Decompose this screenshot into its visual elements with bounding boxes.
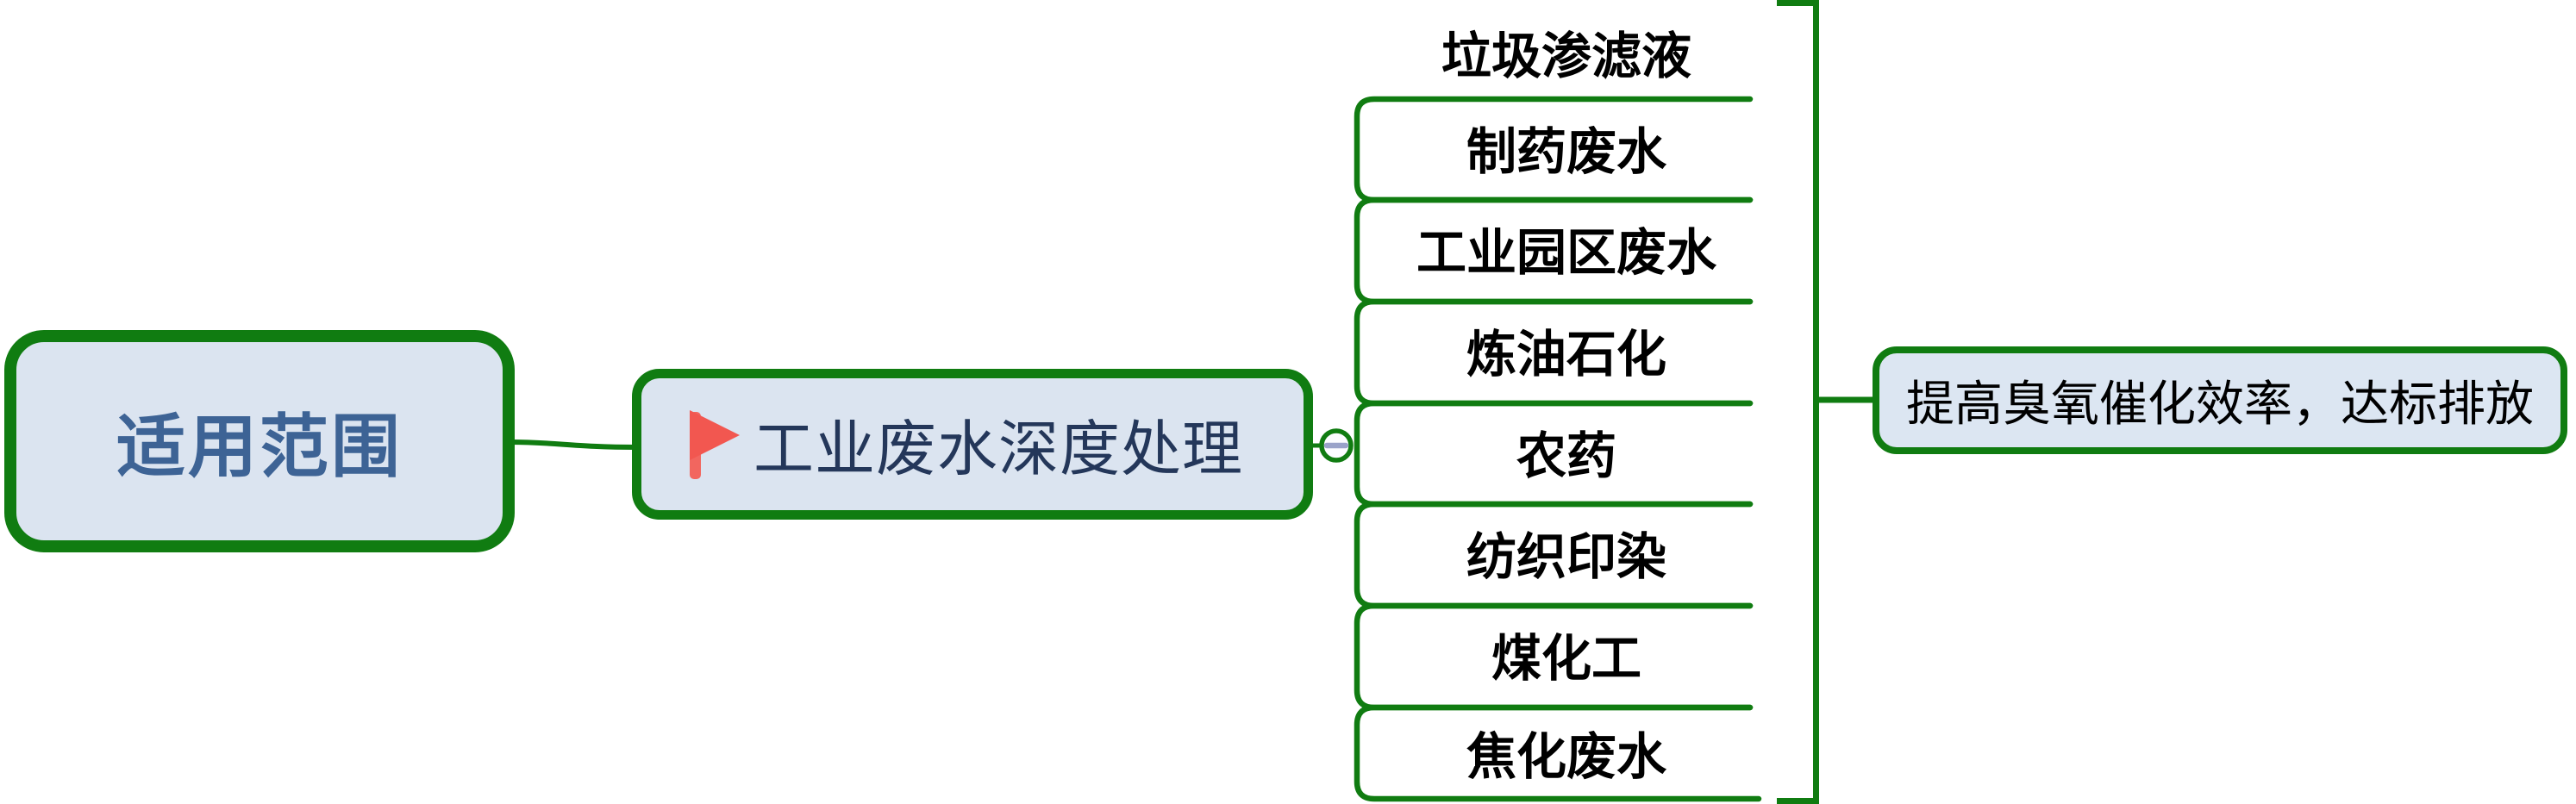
main-topic-label: 工业废水深度处理 (753, 415, 1243, 483)
branch-root-to-topic (508, 439, 641, 450)
flag-icon (690, 409, 740, 479)
child-topic-row[interactable]: 农药 (1354, 401, 1779, 502)
child-topic-label: 农药 (1516, 427, 1616, 484)
child-topic-label: 煤化工 (1491, 631, 1641, 687)
child-topic-row[interactable]: 垃圾渗滤液 (1354, 3, 1779, 100)
child-topic-label: 焦化废水 (1466, 729, 1666, 785)
child-topic-label: 工业园区废水 (1416, 225, 1716, 281)
child-topic-row[interactable]: 煤化工 (1354, 603, 1779, 705)
main-topic[interactable]: 工业废水深度处理 (632, 369, 1313, 520)
summary-topic-label: 提高臭氧催化效率，达标排放 (1906, 377, 2534, 431)
child-topic-row[interactable]: 纺织印染 (1354, 502, 1779, 603)
child-topic-label: 制药废水 (1466, 123, 1666, 180)
child-topic-row[interactable]: 焦化废水 (1354, 705, 1779, 800)
child-topic-row[interactable]: 工业园区废水 (1354, 197, 1779, 299)
child-topic-label: 炼油石化 (1466, 327, 1666, 383)
root-topic[interactable]: 适用范围 (4, 330, 515, 552)
root-topic-label: 适用范围 (116, 408, 403, 485)
summary-topic[interactable]: 提高臭氧催化效率，达标排放 (1873, 346, 2567, 454)
child-topic-label: 垃圾渗滤液 (1441, 28, 1691, 84)
child-topic-label: 纺织印染 (1466, 529, 1666, 585)
child-topic-row[interactable]: 制药废水 (1354, 97, 1779, 197)
summary-bracket (1777, 0, 1819, 804)
child-topic-row[interactable]: 炼油石化 (1354, 299, 1779, 401)
collapse-button[interactable] (1317, 427, 1355, 464)
